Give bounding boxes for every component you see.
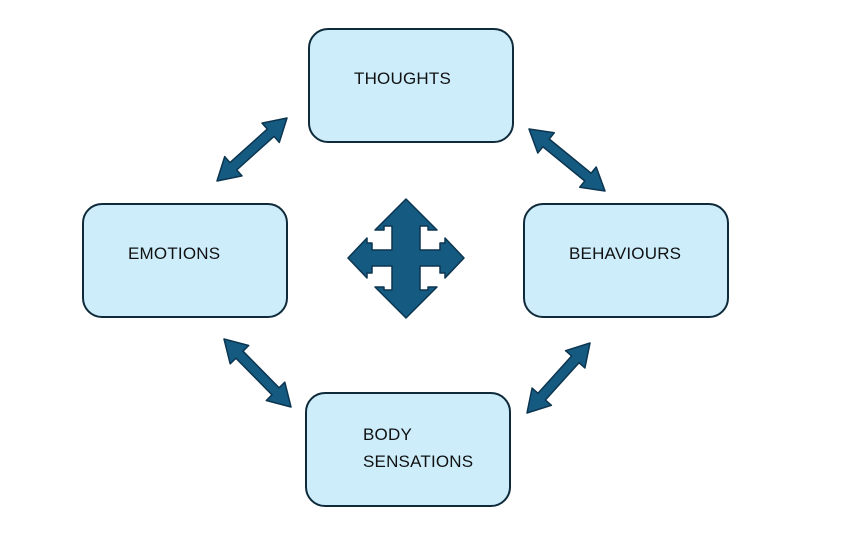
double-arrow-thoughts-behaviours [528, 128, 606, 192]
thoughts-box: THOUGHTS [308, 28, 514, 143]
double-arrow-emotions-body-sensations [223, 338, 292, 408]
thoughts-label: THOUGHTS [354, 69, 451, 88]
four-way-arrow-icon [347, 198, 465, 319]
double-arrow-thoughts-emotions [216, 117, 288, 182]
behaviours-box: BEHAVIOURS [523, 203, 729, 318]
behaviours-label: BEHAVIOURS [569, 244, 682, 263]
emotions-label: EMOTIONS [128, 244, 221, 263]
body-sensations-box: BODY SENSATIONS [305, 392, 511, 507]
emotions-box: EMOTIONS [82, 203, 288, 318]
double-arrow-behaviours-body-sensations [526, 342, 591, 414]
body-sensations-label: BODY SENSATIONS [363, 425, 474, 471]
